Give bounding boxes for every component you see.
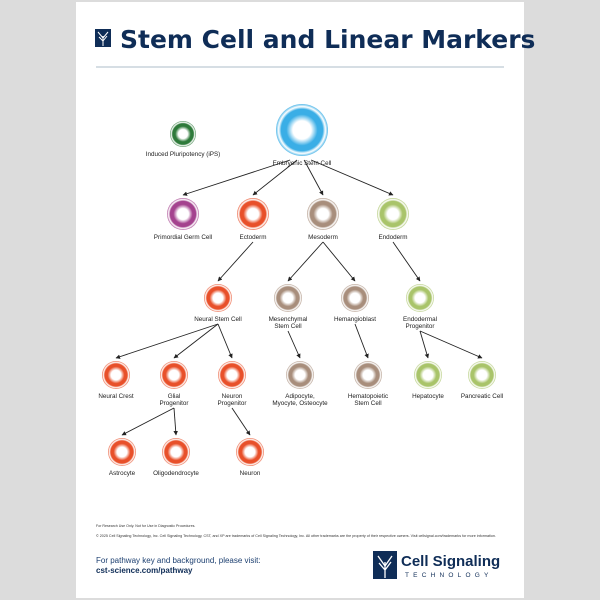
lineage-arrow [287, 241, 324, 282]
cell-label: Ectoderm [240, 234, 267, 241]
cell-node-hema: Hemangioblast [334, 284, 376, 323]
cell-label: Endodermal [403, 316, 437, 323]
lineage-arrow [182, 159, 291, 196]
cell-label: Neuron [222, 393, 243, 400]
cell-circle-icon [218, 361, 246, 389]
cell-label: Endoderm [378, 234, 407, 241]
cell-node-hepa: Hepatocyte [412, 361, 444, 400]
disclaimer: For Research Use Only. Not for Use in Di… [96, 524, 195, 528]
cell-node-endo: Endoderm [377, 198, 409, 241]
visit-url[interactable]: cst-science.com/pathway [96, 566, 193, 575]
cell-label: Hemangioblast [334, 316, 376, 323]
lineage-arrow [392, 241, 421, 282]
cell-circle-icon [108, 438, 136, 466]
cell-circle-icon [160, 361, 188, 389]
cell-node-ncrest: Neural Crest [98, 361, 134, 400]
cell-circle-icon [406, 284, 434, 312]
cell-circle-icon [170, 121, 196, 147]
cell-node-ecto: Ectoderm [237, 198, 269, 241]
copyright: © 2025 Cell Signaling Technology, Inc. C… [96, 534, 496, 538]
visit-text: For pathway key and background, please v… [96, 556, 261, 565]
cell-label: Adipocyte, [285, 393, 315, 400]
cell-node-oligo: Oligodendrocyte [153, 438, 199, 477]
cell-label: Progenitor [405, 323, 434, 330]
cell-node-nsc: Neural Stem Cell [194, 284, 242, 323]
cell-circle-icon [102, 361, 130, 389]
cell-node-adipo: Adipocyte,Myocyte, Osteocyte [272, 361, 328, 407]
cell-label: Stem Cell [354, 400, 381, 407]
cell-circle-icon [237, 198, 269, 230]
cell-label: Pancreatic Cell [461, 393, 503, 400]
lineage-arrow [419, 330, 430, 359]
lineage-arrow [217, 323, 233, 359]
cell-node-ips: Induced Pluripotency (iPS) [146, 121, 221, 158]
lineage-arrow [322, 241, 356, 282]
lineage-arrow [231, 407, 251, 436]
cell-circle-icon [274, 284, 302, 312]
cell-label: Astrocyte [109, 470, 136, 477]
lineage-arrow [310, 159, 394, 196]
cell-circle-icon [341, 284, 369, 312]
page-title: Stem Cell and Linear Markers [120, 25, 535, 54]
lineage-arrow [287, 330, 301, 359]
cell-circle-icon [354, 361, 382, 389]
cell-label: Hepatocyte [412, 393, 444, 400]
cell-label: Mesoderm [308, 234, 338, 241]
cell-label: Primordial Germ Cell [154, 234, 212, 241]
cell-node-meso: Mesoderm [307, 198, 339, 241]
lineage-arrow [354, 323, 369, 359]
cell-node-panc: Pancreatic Cell [461, 361, 503, 400]
cell-label: Glial [168, 393, 181, 400]
cell-circle-icon [377, 198, 409, 230]
cell-label: Progenitor [159, 400, 188, 407]
brand-sub: TECHNOLOGY [405, 572, 493, 579]
lineage-arrow [173, 323, 219, 359]
lineage-arrow [252, 159, 298, 196]
cell-label: Stem Cell [274, 323, 301, 330]
brand-name: Cell Signaling [401, 553, 500, 570]
lineage-arrow [115, 323, 219, 359]
cell-node-neuron: Neuron [236, 438, 264, 477]
lineage-arrow [173, 407, 178, 436]
cell-label: Neuron [240, 470, 261, 477]
cell-circle-icon [307, 198, 339, 230]
cell-label: Embryonic Stem Cell [273, 160, 332, 167]
cell-circle-icon [468, 361, 496, 389]
cell-circle-icon [276, 104, 328, 156]
cell-label: Hematopoietic [348, 393, 388, 400]
cell-label: Oligodendrocyte [153, 470, 199, 477]
cell-label: Myocyte, Osteocyte [272, 400, 328, 407]
cell-label: Neural Stem Cell [194, 316, 242, 323]
cell-node-astro: Astrocyte [108, 438, 136, 477]
cell-circle-icon [167, 198, 199, 230]
cell-circle-icon [414, 361, 442, 389]
cell-circle-icon [286, 361, 314, 389]
title-logo-icon [95, 29, 111, 47]
cell-circle-icon [162, 438, 190, 466]
cell-label: Neural Crest [98, 393, 134, 400]
lineage-arrow [217, 241, 254, 282]
cell-node-esc: Embryonic Stem Cell [273, 104, 332, 167]
cell-label: Progenitor [217, 400, 246, 407]
cell-circle-icon [236, 438, 264, 466]
cell-label: Induced Pluripotency (iPS) [146, 151, 221, 158]
cst-logo-icon [373, 551, 397, 579]
lineage-arrow [303, 159, 324, 196]
lineage-arrow [419, 330, 483, 359]
cell-circle-icon [204, 284, 232, 312]
cell-label: Mesenchymal [269, 316, 308, 323]
lineage-arrow [121, 407, 175, 436]
cell-node-pgc: Primordial Germ Cell [154, 198, 212, 241]
